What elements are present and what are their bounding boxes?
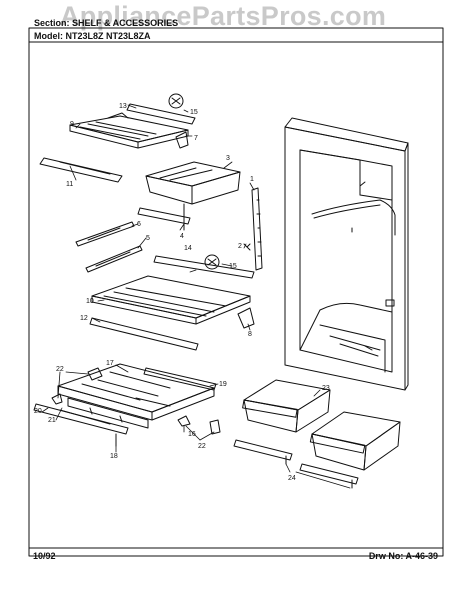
part-label-6: 6 xyxy=(137,221,141,228)
part-label-2: 2 xyxy=(238,243,242,250)
model-line: Model: NT23L8Z NT23L8ZA xyxy=(34,31,151,41)
vertical-shelf-rail xyxy=(243,187,263,271)
crisper-cover-assembly xyxy=(33,363,221,447)
part-label-24: 24 xyxy=(288,475,296,482)
part-label-1: 1 xyxy=(250,176,254,183)
part-label-23: 23 xyxy=(322,385,330,392)
watermark: AppliancePartsPros.com xyxy=(60,1,387,31)
part-label-21: 21 xyxy=(48,417,56,424)
drawing-number: Drw No: A-46-39 xyxy=(368,551,438,561)
leader-lines xyxy=(41,104,351,489)
refrigerator-cabinet xyxy=(284,117,409,391)
part-label-9: 9 xyxy=(70,121,74,128)
part-label-7: 7 xyxy=(194,135,198,142)
part-label-18: 18 xyxy=(110,453,118,460)
part-number-callouts: 13 15 9 7 11 3 4 6 5 1 2 14 15 10 12 8 1… xyxy=(34,103,330,482)
part-label-13: 13 xyxy=(119,103,127,110)
upper-shelf-assembly xyxy=(39,93,196,183)
part-label-17: 17 xyxy=(106,360,114,367)
part-label-14: 14 xyxy=(184,245,192,252)
meat-pan-assembly xyxy=(137,161,241,231)
part-label-5: 5 xyxy=(146,235,150,242)
part-label-22-lower: 22 xyxy=(198,443,206,450)
part-label-19: 19 xyxy=(219,381,227,388)
part-label-16: 16 xyxy=(188,431,196,438)
part-label-3: 3 xyxy=(226,155,230,162)
shelf-support-pieces xyxy=(75,221,143,273)
part-label-11: 11 xyxy=(66,181,73,188)
part-label-22-upper: 22 xyxy=(56,366,64,373)
drawing-frame xyxy=(28,27,444,557)
section-title: Section: SHELF & ACCESSORIES xyxy=(34,18,179,28)
revision-date: 10/92 xyxy=(33,551,56,561)
crisper-drawers xyxy=(233,379,401,489)
part-label-12: 12 xyxy=(80,315,88,322)
part-label-15-lower: 15 xyxy=(229,263,237,270)
part-label-20: 20 xyxy=(34,408,42,415)
middle-shelf-assembly xyxy=(89,254,255,351)
part-label-8: 8 xyxy=(248,331,252,338)
part-label-4: 4 xyxy=(180,233,184,240)
part-label-15-upper: 15 xyxy=(190,109,198,116)
part-label-10: 10 xyxy=(86,298,94,305)
